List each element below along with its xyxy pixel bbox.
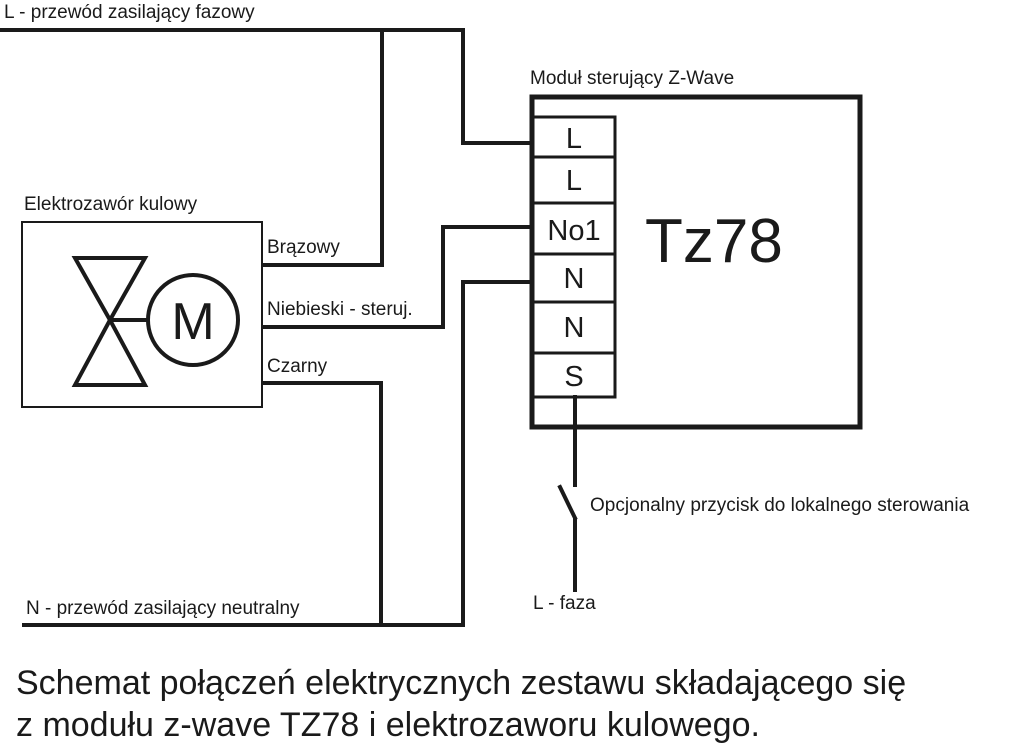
module-name: Tz78 bbox=[645, 207, 783, 276]
wiring-diagram: L L No1 N N S Tz78 M L - przewód zasilaj… bbox=[0, 2, 970, 627]
label-phase-supply: L - przewód zasilający fazowy bbox=[4, 2, 255, 23]
terminal-label: N bbox=[564, 312, 585, 344]
wire-phase-supply bbox=[0, 28, 534, 145]
terminal-label: S bbox=[564, 361, 583, 393]
optional-pushbutton-switch bbox=[557, 395, 578, 592]
label-wire-black: Czarny bbox=[267, 356, 328, 377]
wire-neutral-supply bbox=[22, 280, 534, 627]
caption-line: Schemat połączeń elektrycznych zestawu s… bbox=[16, 664, 907, 702]
wire-brown bbox=[262, 28, 384, 267]
terminal-label: L bbox=[566, 123, 582, 155]
motor-symbol: M bbox=[171, 293, 214, 351]
terminal-label: L bbox=[566, 165, 582, 197]
wire-black bbox=[262, 381, 383, 627]
ball-valve-icon bbox=[71, 256, 149, 387]
label-valve-title: Elektrozawór kulowy bbox=[24, 194, 198, 215]
label-optional-button: Opcjonalny przycisk do lokalnego sterowa… bbox=[590, 495, 970, 516]
valve-box bbox=[21, 221, 263, 408]
label-phase-local: L - faza bbox=[533, 593, 596, 614]
caption-line: z modułu z-wave TZ78 i elektrozaworu kul… bbox=[16, 706, 760, 744]
terminal-label: N bbox=[564, 263, 585, 295]
diagram-caption: Schemat połączeń elektrycznych zestawu s… bbox=[16, 662, 1016, 746]
label-wire-blue: Niebieski - steruj. bbox=[267, 299, 413, 320]
motor-icon: M bbox=[146, 273, 240, 367]
terminal-label: No1 bbox=[547, 215, 600, 247]
terminal-block: L L No1 N N S bbox=[530, 115, 617, 399]
label-neutral-supply: N - przewód zasilający neutralny bbox=[26, 598, 300, 619]
label-module-title: Moduł sterujący Z-Wave bbox=[530, 68, 734, 89]
wire-blue-control bbox=[262, 225, 534, 329]
label-wire-brown: Brązowy bbox=[267, 237, 340, 258]
